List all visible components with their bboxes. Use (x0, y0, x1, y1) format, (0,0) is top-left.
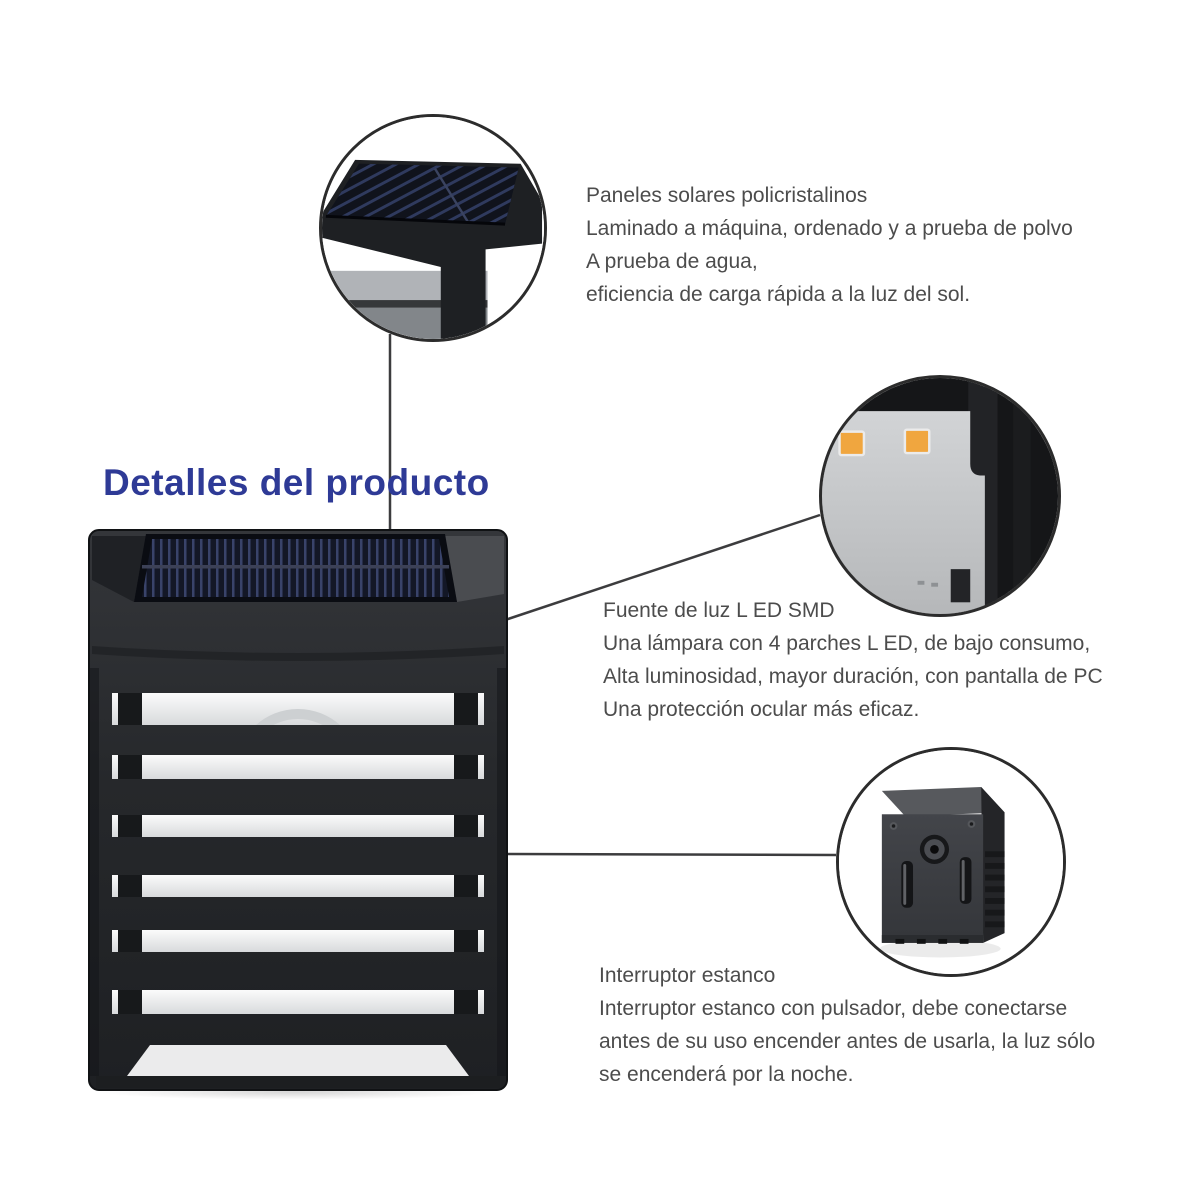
description-line: Una protección ocular más eficaz. (603, 698, 920, 721)
description-line: eficiencia de carga rápida a la luz del … (586, 283, 971, 306)
description-line: Interruptor estanco con pulsador, debe c… (599, 997, 1068, 1020)
switch-photo-circle (836, 747, 1066, 977)
solar-panel-closeup-photo (322, 117, 544, 339)
led-photo-circle (819, 375, 1061, 617)
solar-panel-photo-circle (319, 114, 547, 342)
description-line: se encenderá por la noche. (599, 1063, 854, 1086)
callout-text-switch: Interruptor estanco Interruptor estanco … (599, 959, 1095, 1091)
description-line: Fuente de luz L ED SMD (603, 599, 835, 622)
description-line: Interruptor estanco (599, 964, 776, 987)
product-photo-solar-lamp (88, 529, 508, 1091)
description-line: Alta luminosidad, mayor duración, con pa… (603, 665, 1103, 688)
callout-text-led: Fuente de luz L ED SMD Una lámpara con 4… (603, 594, 1103, 726)
page-title: Detalles del producto (103, 462, 490, 503)
switch-closeup-photo (839, 750, 1063, 974)
description-line: A prueba de agua, (586, 250, 758, 273)
callout-text-solar-panel: Paneles solares policristalinos Laminado… (586, 179, 1073, 311)
description-line: Paneles solares policristalinos (586, 184, 868, 207)
description-line: Una lámpara con 4 parches L ED, de bajo … (603, 632, 1091, 655)
description-line: Laminado a máquina, ordenado y a prueba … (586, 217, 1073, 240)
description-line: antes de su uso encender antes de usarla… (599, 1030, 1096, 1053)
led-board-closeup-photo (822, 378, 1058, 614)
connector-line-switch (503, 852, 837, 857)
